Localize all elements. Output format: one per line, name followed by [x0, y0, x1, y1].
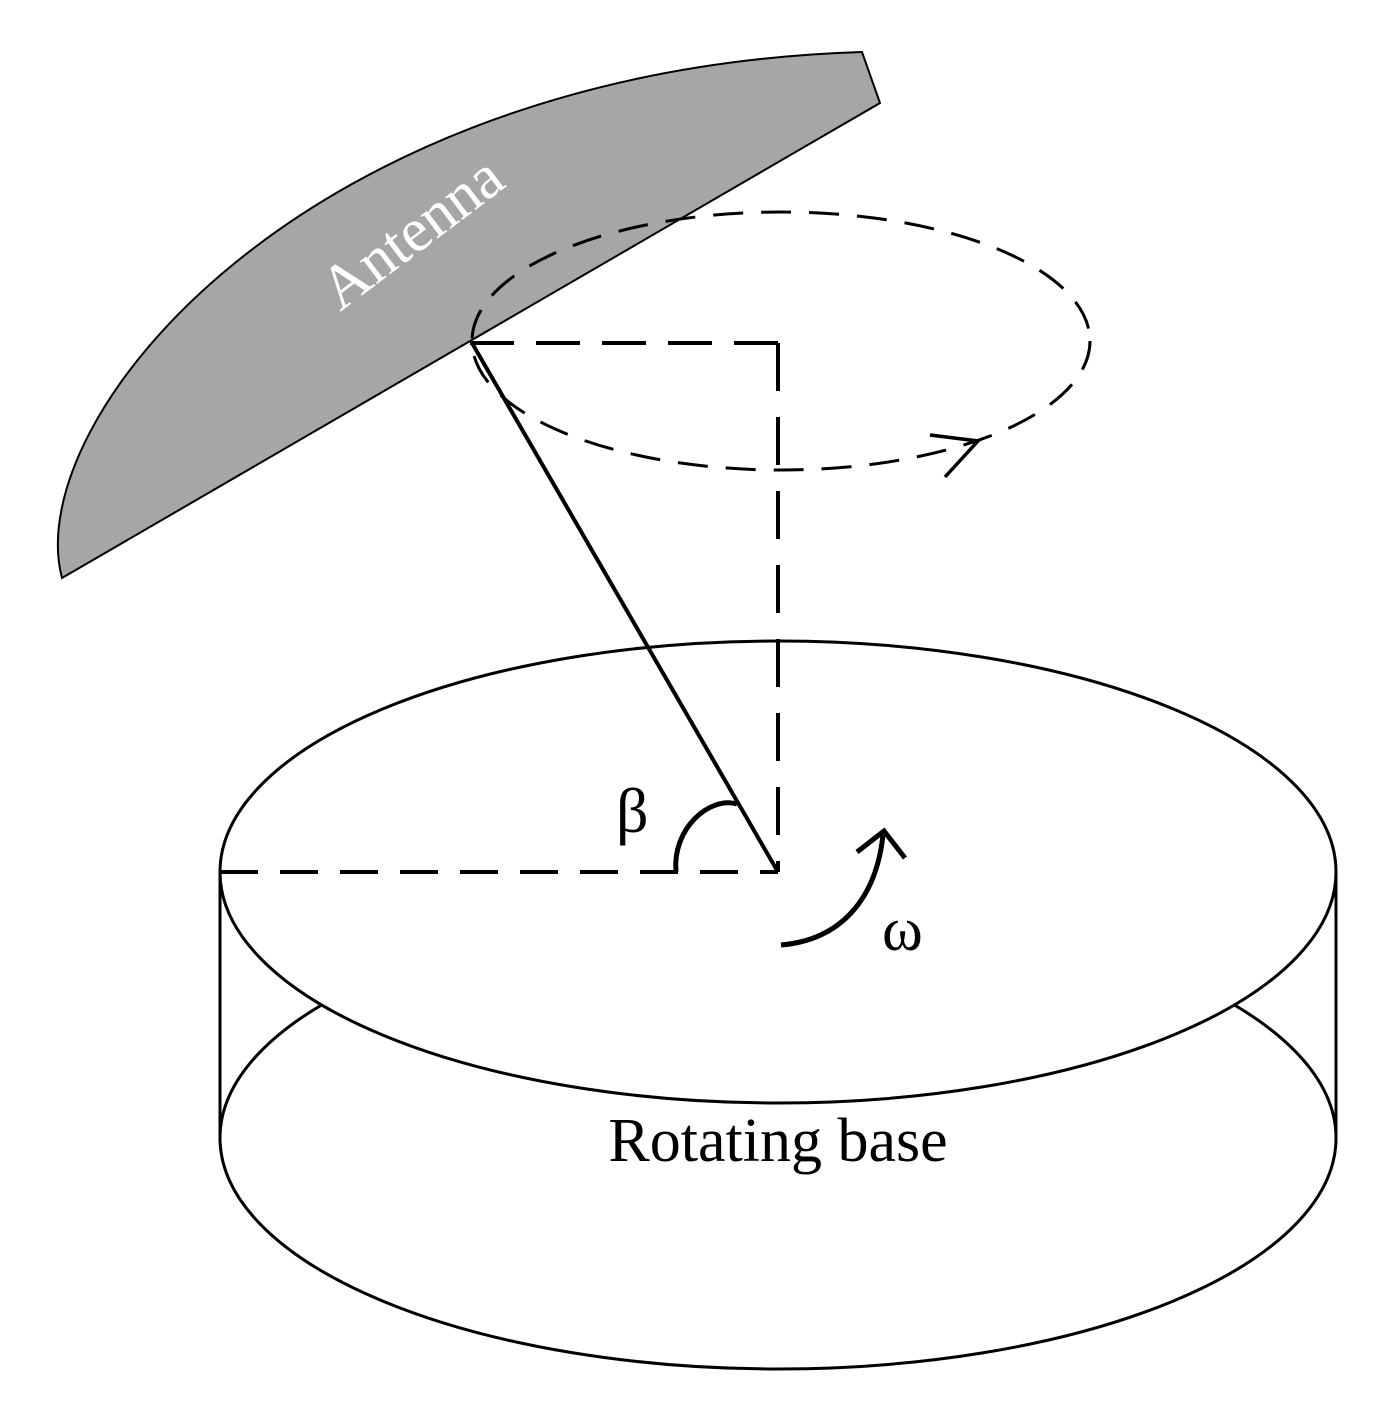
- omega-arrowhead: [855, 827, 907, 860]
- beta-angle-arc: [673, 800, 738, 873]
- antenna-support-line: [470, 341, 780, 874]
- beta-label: β: [616, 775, 649, 846]
- omega-rotation-arrow: [780, 834, 886, 948]
- omega-label: ω: [882, 896, 923, 964]
- base-label: Rotating base: [608, 1107, 947, 1175]
- rotation-path-arrowhead: [929, 433, 982, 479]
- rotation-path-ellipse: [470, 210, 1092, 472]
- antenna-reflector: [56, 50, 882, 580]
